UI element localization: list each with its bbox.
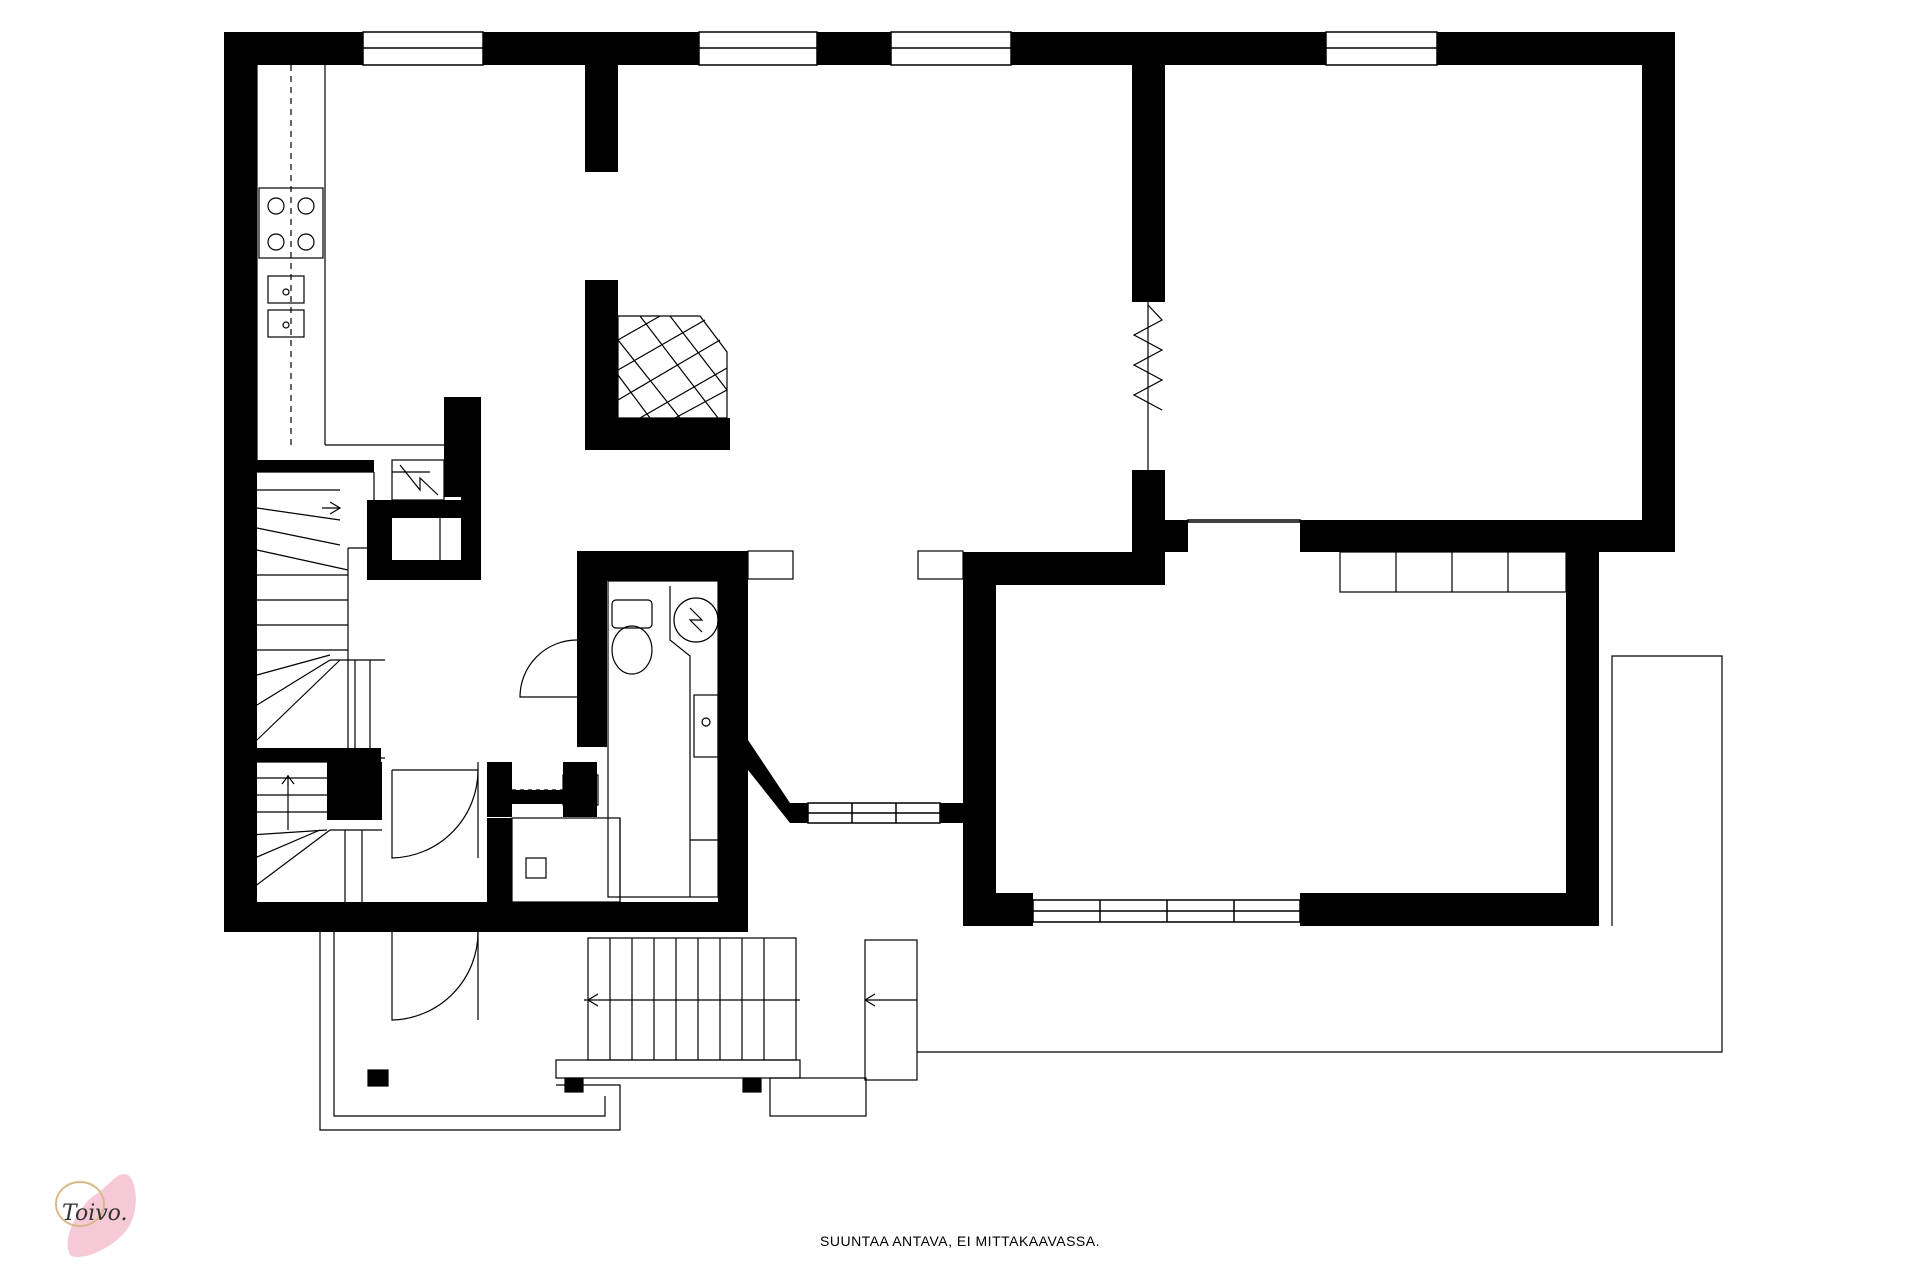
walls [224,32,1675,932]
fixtures [249,65,1723,1131]
windows [362,31,1438,923]
ring-icon [55,1181,105,1227]
disclaimer-text: SUUNTAA ANTAVA, EI MITTAKAAVASSA. [820,1233,1100,1249]
heart-icon [67,1174,136,1258]
toivo-logo: Toivo. [55,1174,136,1258]
logo-text: Toivo. [62,1201,128,1226]
